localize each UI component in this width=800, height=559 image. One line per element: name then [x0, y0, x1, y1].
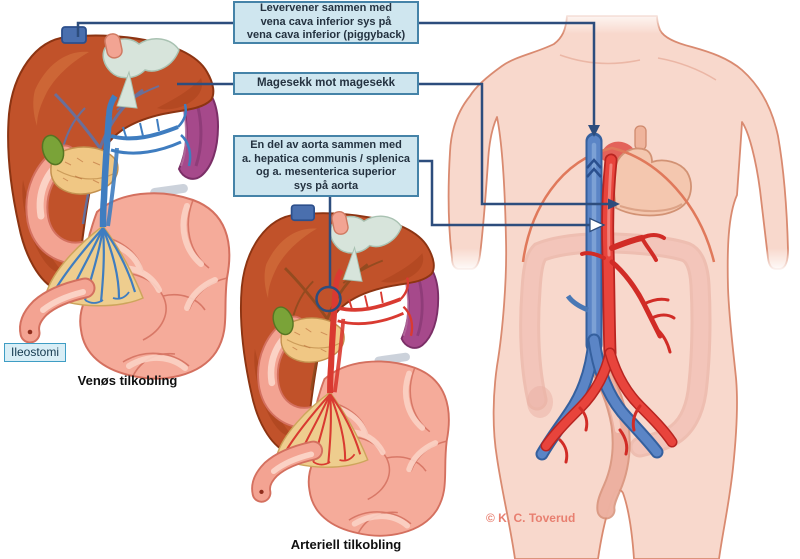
arrowhead-white-icon [589, 217, 606, 233]
faded-colon [519, 232, 712, 458]
aorta-branches [580, 233, 676, 354]
aorta [540, 153, 678, 464]
connector-cava-left [76, 21, 233, 37]
callout-line: Magesekk mot magesekk [256, 76, 396, 89]
connector-stomach-right [419, 82, 608, 206]
torso-illustration [447, 10, 792, 559]
callout-line: Levervener sammen med [259, 2, 393, 15]
callout-line: vena cava inferior sys på [260, 15, 392, 28]
right-arm-fade [758, 248, 792, 272]
connector-aorta-right [419, 159, 590, 227]
connector-cava-right [419, 21, 596, 126]
arterial-graft-illustration [241, 205, 449, 535]
venous-graft-illustration [8, 27, 229, 379]
caption-arterial-connection: Arteriell tilkobling [290, 537, 402, 552]
callout-line: En del av aorta sammen med [250, 139, 402, 151]
caption-venous-connection: Venøs tilkobling [77, 373, 178, 388]
anastomosis-circle-marker [315, 285, 342, 313]
clavicle-lines [559, 54, 717, 81]
ileostomy-tag: Ileostomi [4, 343, 67, 362]
callout-connectors [76, 21, 620, 313]
callout-line: a. hepatica communis / splenica [241, 152, 411, 165]
left-arm-fade [448, 248, 484, 272]
arrowhead-down-icon [588, 125, 600, 137]
artist-credit: © K. C. Toverud [486, 511, 576, 525]
arrowhead-right-icon [608, 198, 620, 210]
callout-line: vena cava inferior (piggyback) [246, 29, 406, 42]
recipient-stomach [613, 125, 692, 217]
graft-outline-arc [521, 146, 716, 263]
callout-hepatic-veins: Levervener sammen med vena cava inferior… [233, 1, 419, 44]
callout-aorta: En del av aorta sammen med a. hepatica c… [233, 135, 419, 197]
vena-cava [535, 132, 664, 461]
callout-line: og a. mesenterica superior [256, 166, 396, 178]
ileostomy-tag-label: Ileostomi [11, 345, 60, 359]
callout-stomach: Magesekk mot magesekk [233, 72, 419, 95]
callout-line: sys på aorta [293, 179, 359, 192]
